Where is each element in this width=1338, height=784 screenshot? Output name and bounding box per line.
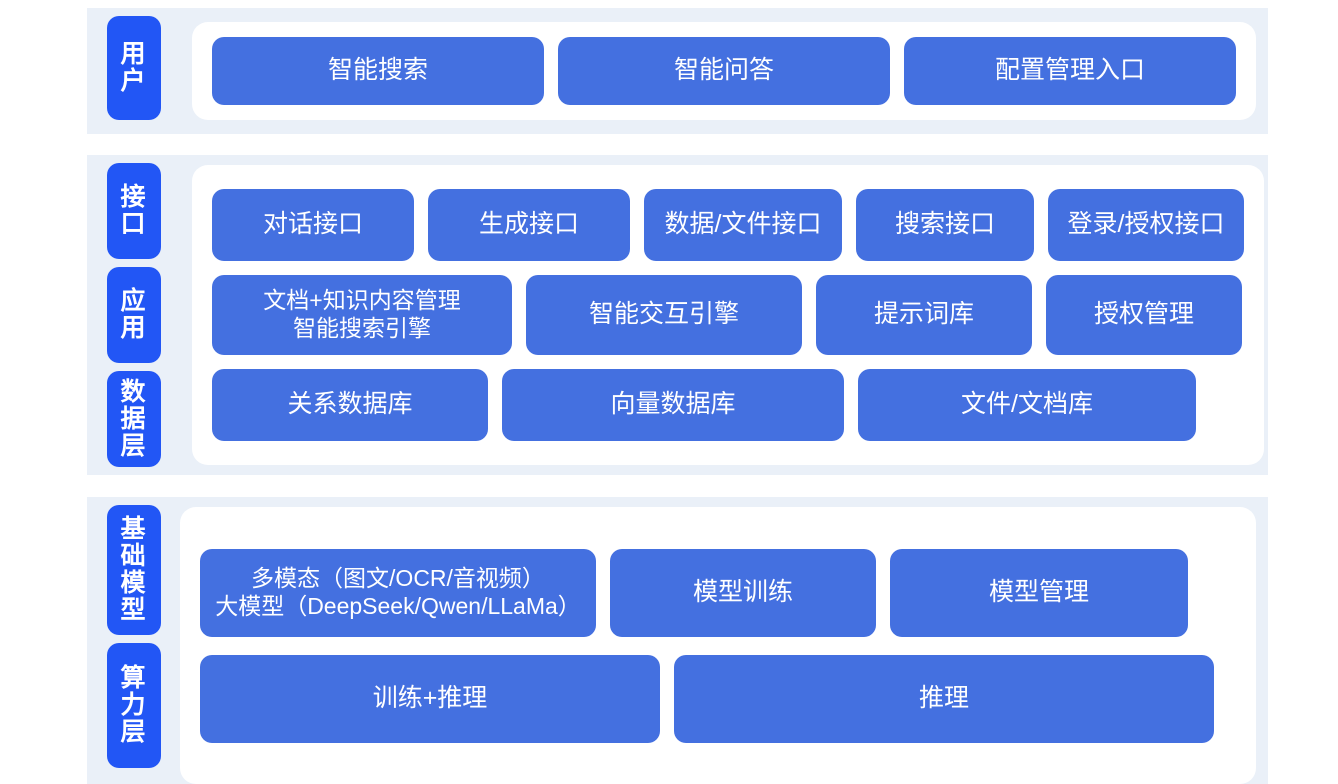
box-data-file-api[interactable]: 数据/文件接口 (644, 189, 842, 261)
layer-label-compute-text: 算力层 (120, 664, 147, 746)
layer-label-application: 应用 (106, 267, 161, 363)
row-base-model: 多模态（图文/OCR/音视频） 大模型（DeepSeek/Qwen/LLaMa）… (200, 548, 1236, 637)
box-inference[interactable]: 推理 (674, 654, 1214, 743)
row-application: 文档+知识内容管理 智能搜索引擎 智能交互引擎 提示词库 授权管理 (212, 275, 1244, 355)
box-generation-api[interactable]: 生成接口 (428, 189, 630, 261)
box-search-api[interactable]: 搜索接口 (856, 189, 1034, 261)
row-user-entries: 智能搜索 智能问答 配置管理入口 (212, 37, 1236, 105)
layer-label-compute: 算力层 (106, 643, 161, 768)
box-dialog-api[interactable]: 对话接口 (212, 189, 414, 261)
row-compute: 训练+推理 推理 (200, 654, 1236, 743)
section-middle-layers: 接口 应用 数据层 对话接口 生成接口 数据/文件接口 搜索接口 登录/授权接口… (87, 155, 1268, 475)
box-file-document-store[interactable]: 文件/文档库 (858, 369, 1196, 441)
panel-middle-layers: 对话接口 生成接口 数据/文件接口 搜索接口 登录/授权接口 文档+知识内容管理… (192, 165, 1264, 465)
box-interaction-engine[interactable]: 智能交互引擎 (526, 275, 802, 355)
panel-base-model-layers: 多模态（图文/OCR/音视频） 大模型（DeepSeek/Qwen/LLaMa）… (180, 507, 1256, 784)
box-model-training[interactable]: 模型训练 (610, 548, 876, 637)
box-prompt-library[interactable]: 提示词库 (816, 275, 1032, 355)
label-rail-middle: 接口 应用 数据层 (87, 155, 180, 475)
box-multimodal-large-model[interactable]: 多模态（图文/OCR/音视频） 大模型（DeepSeek/Qwen/LLaMa） (200, 548, 596, 637)
box-smart-search[interactable]: 智能搜索 (212, 37, 544, 105)
layer-label-data-text: 数据层 (120, 377, 147, 460)
layer-label-base-model-text: 基础模型 (120, 515, 147, 624)
layer-label-interface: 接口 (106, 163, 161, 259)
layer-label-data: 数据层 (106, 371, 161, 467)
box-login-auth-api[interactable]: 登录/授权接口 (1048, 189, 1244, 261)
layer-label-application-text: 应用 (120, 287, 147, 342)
panel-user-layer: 智能搜索 智能问答 配置管理入口 (192, 22, 1256, 120)
layer-label-interface-text: 接口 (120, 183, 147, 238)
section-user-layer: 用户 智能搜索 智能问答 配置管理入口 (87, 8, 1268, 134)
box-authorization-management[interactable]: 授权管理 (1046, 275, 1242, 355)
box-model-management[interactable]: 模型管理 (890, 548, 1188, 637)
box-config-management-entry[interactable]: 配置管理入口 (904, 37, 1236, 105)
layer-label-base-model: 基础模型 (106, 505, 161, 635)
row-data: 关系数据库 向量数据库 文件/文档库 (212, 369, 1244, 441)
layer-label-user-text: 用户 (120, 40, 147, 95)
box-doc-knowledge-management[interactable]: 文档+知识内容管理 智能搜索引擎 (212, 275, 512, 355)
layer-label-user: 用户 (106, 16, 161, 120)
box-smart-qa[interactable]: 智能问答 (558, 37, 890, 105)
label-rail-base: 基础模型 算力层 (87, 497, 180, 784)
section-base-model-layers: 基础模型 算力层 多模态（图文/OCR/音视频） 大模型（DeepSeek/Qw… (87, 497, 1268, 784)
box-relational-database[interactable]: 关系数据库 (212, 369, 488, 441)
box-vector-database[interactable]: 向量数据库 (502, 369, 844, 441)
row-interface: 对话接口 生成接口 数据/文件接口 搜索接口 登录/授权接口 (212, 189, 1244, 261)
box-training-inference[interactable]: 训练+推理 (200, 654, 660, 743)
label-rail-user: 用户 (87, 8, 180, 134)
